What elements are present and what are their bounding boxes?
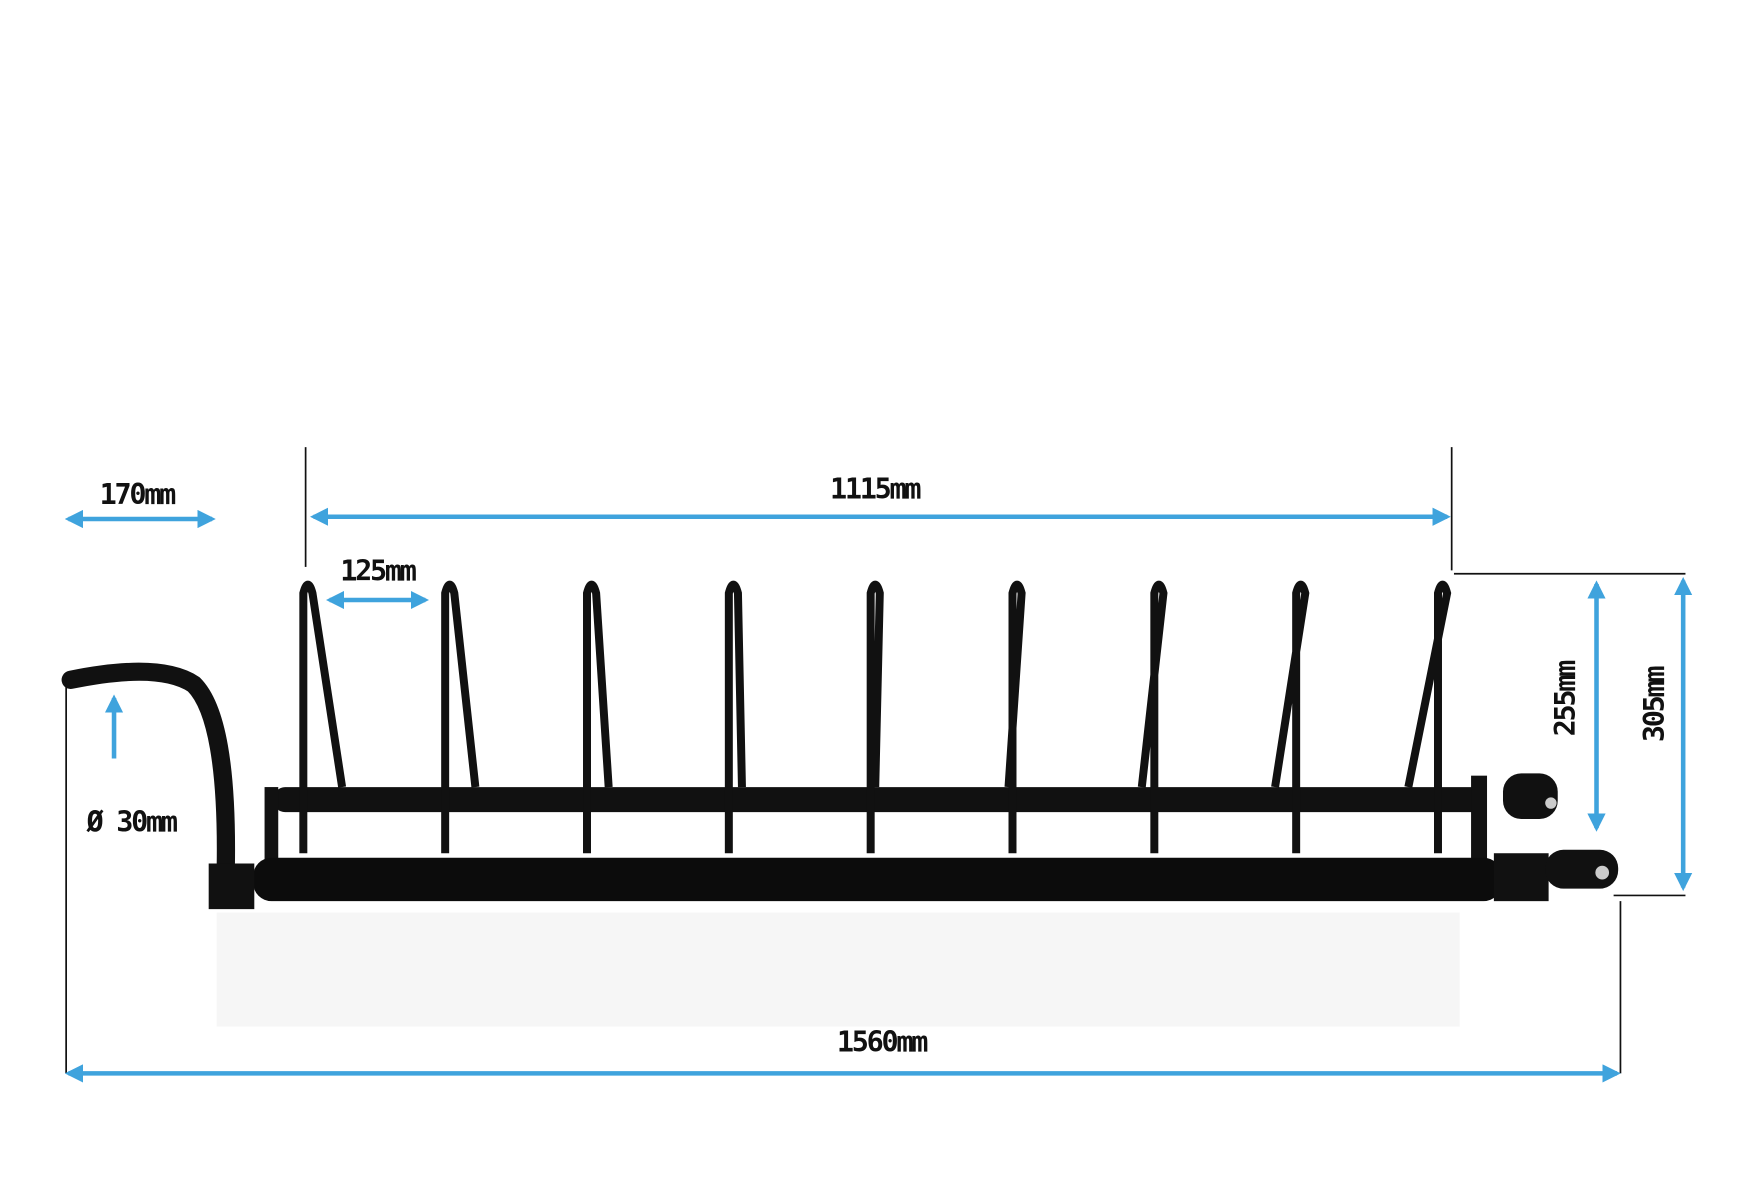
reflection (216, 912, 1460, 1027)
label-170mm: 170mm (100, 478, 176, 511)
plate-rack (61, 580, 1619, 1027)
upright (1271, 580, 1310, 854)
end-cap-right (1493, 853, 1549, 902)
label-30mm: Ø 30mm (86, 806, 178, 839)
side-rail-right (1471, 775, 1488, 867)
label-125mm: 125mm (340, 555, 416, 588)
upright (1004, 580, 1026, 854)
end-cap-left (208, 863, 255, 910)
upright (441, 580, 480, 854)
front-rail (253, 857, 1502, 902)
upright (1137, 580, 1168, 854)
wheel-front (1595, 865, 1610, 880)
label-1115mm: 1115mm (830, 472, 921, 505)
side-rail-left (264, 787, 279, 867)
label-255mm: 255mm (1549, 660, 1582, 737)
upright (866, 580, 884, 854)
upright (299, 580, 347, 854)
back-rail (273, 787, 1483, 813)
handle (61, 662, 236, 877)
extension-lines (65, 447, 1686, 1074)
uprights (299, 580, 1452, 854)
upright (724, 580, 746, 854)
upright (583, 580, 613, 854)
dimension-arrows (64, 507, 1693, 1083)
wheel-back (1545, 797, 1557, 809)
bracket-back (1502, 773, 1558, 820)
upright (1404, 580, 1452, 854)
label-305mm: 305mm (1638, 666, 1671, 743)
label-1560mm: 1560mm (837, 1026, 928, 1059)
